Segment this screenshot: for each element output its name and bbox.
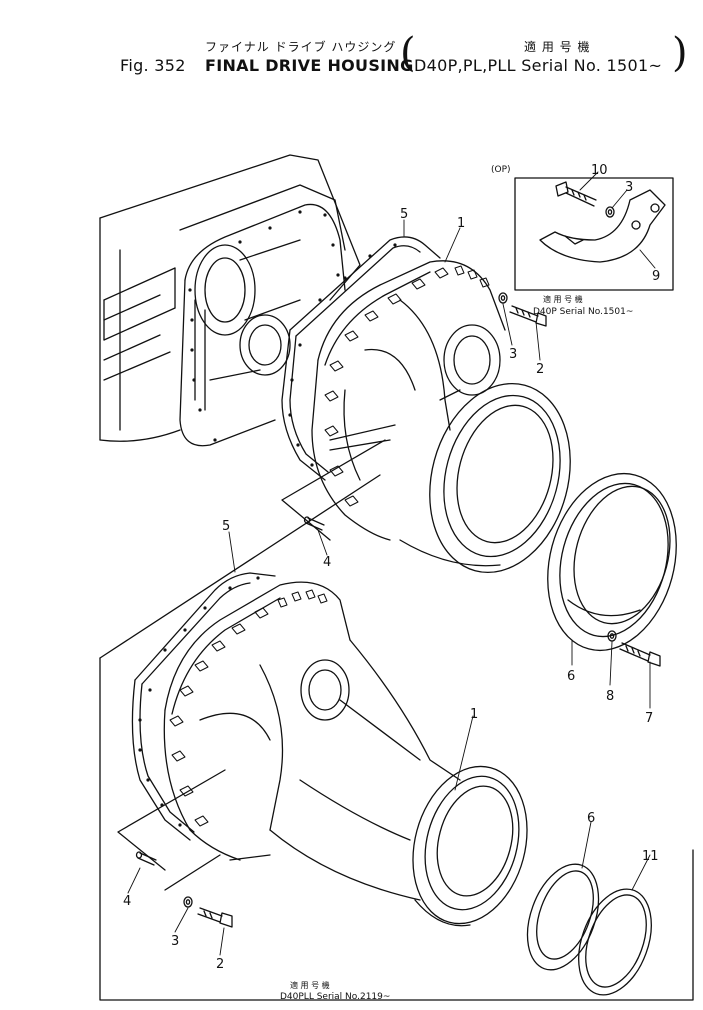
bottom-assembly-frame [99,474,694,1001]
callout-bottom-11: 11 [642,849,659,864]
top-bolt-and-washer [498,292,547,327]
top-dowel-pin [281,439,386,541]
callout-top-3: 3 [509,347,517,362]
bolt-7-and-washer-8 [607,630,661,667]
callout-top-4: 4 [323,555,331,570]
callout-inset-3: 3 [625,180,633,195]
applicable-models-serial: D40P,PL,PLL Serial No. 1501~ [414,56,663,75]
callout-top-7: 7 [645,711,653,726]
optional-inset-box [514,177,674,291]
bottom-note-serial: D40PLL Serial No.2119~ [280,992,390,1002]
callout-top-1: 1 [457,216,465,231]
bottom-dowel-pin [117,769,226,871]
top-housing-bolt-bosses [324,265,490,507]
bottom-note-japanese: 適 用 号 機 [290,980,330,990]
callout-bottom-5: 5 [222,519,230,534]
top-final-drive-housing [311,260,571,574]
inset-washer-3 [605,206,615,218]
top-note-japanese: 適 用 号 機 [543,294,583,304]
inset-label: (OP) [491,165,511,175]
right-parenthesis: ) [672,30,688,76]
callout-inset-9: 9 [652,269,660,284]
callout-bottom-2: 2 [216,957,224,972]
top-gasket [281,236,441,481]
callout-numbers: 5 1 3 2 4 6 8 7 (OP) 10 3 9 適 用 号 機 D40P… [123,163,660,1002]
figure-number: Fig. 352 [120,56,186,75]
left-parenthesis: ( [400,30,416,76]
callout-bottom-4: 4 [123,894,131,909]
bottom-gasket [131,572,276,841]
inset-guard-9 [539,189,666,263]
bottom-housing-bolt-bosses [169,589,328,827]
callout-bottom-3: 3 [171,934,179,949]
title-english: FINAL DRIVE HOUSING [205,56,414,75]
callout-bottom-6: 6 [587,811,595,826]
inset-bolt-10 [555,181,597,207]
title-japanese: ファイナル ドライブ ハウジング [205,40,397,54]
bottom-seal-ring [526,863,600,971]
callout-top-5: 5 [400,207,408,222]
bottom-final-drive-housing [163,581,528,927]
bottom-bolt-and-washer [164,854,233,928]
callout-bottom-1: 1 [470,707,478,722]
callout-top-6: 6 [567,669,575,684]
applicable-models-japanese: 適 用 号 機 [524,40,591,54]
callout-top-8: 8 [606,689,614,704]
callout-leader-lines [127,171,656,956]
case-bolt-holes [188,210,340,442]
top-gasket-holes [288,243,397,467]
top-note-serial: D40P Serial No.1501~ [533,307,633,317]
bottom-ring-11 [578,888,652,996]
callout-top-2: 2 [536,362,544,377]
top-seal-ring [547,472,677,652]
callout-inset-10: 10 [591,163,608,178]
